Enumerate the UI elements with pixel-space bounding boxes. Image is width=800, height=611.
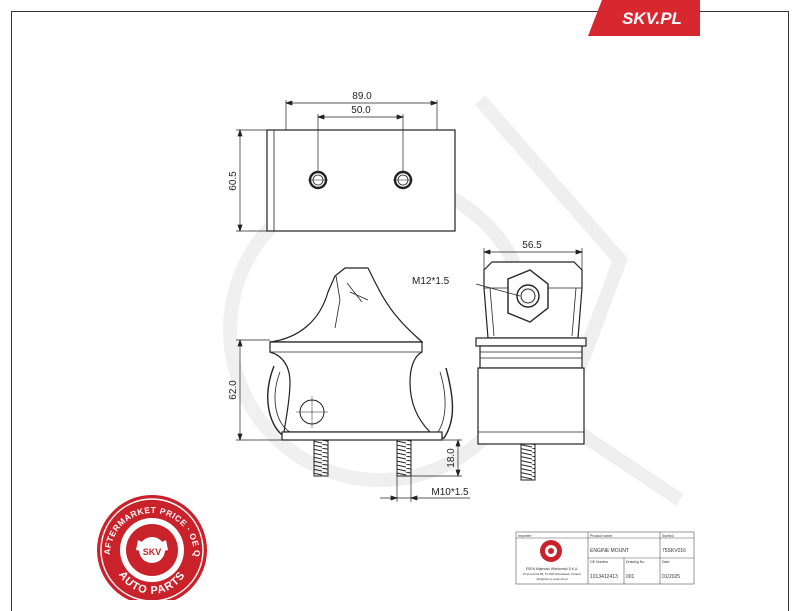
side-view xyxy=(475,261,587,481)
bracket-tab xyxy=(269,267,424,343)
tb-date-label: Date xyxy=(662,560,669,564)
tb-symbol-header: Symbol xyxy=(662,534,674,538)
dim-thread-bottom xyxy=(380,476,470,502)
dim-hole-spacing xyxy=(316,114,405,172)
side-collar xyxy=(475,337,587,347)
brand-logo: SKV.PL xyxy=(588,0,700,36)
tb-product-name: ENGINE MOUNT xyxy=(590,548,629,554)
dim-label-top-width: 89.0 xyxy=(352,91,372,102)
dim-height-front xyxy=(236,338,282,442)
dim-height-top xyxy=(236,128,267,233)
tb-symbol: 75SKV016 xyxy=(662,548,686,554)
base-plate xyxy=(281,431,443,441)
top-plate xyxy=(266,129,456,232)
tb-importer-header: Importer: xyxy=(518,534,532,538)
rubber-body xyxy=(269,341,432,433)
tb-oe-label: OE Number xyxy=(590,560,609,564)
tb-importer-line3: info@skv.pl, www.skv.pl xyxy=(536,577,568,581)
tb-drawing-label: Drawing No. xyxy=(626,560,645,564)
dim-label-side-width: 56.5 xyxy=(522,240,542,251)
dim-label-thread-top: M12*1.5 xyxy=(412,276,450,287)
tb-importer-line2: Poprzeczna 85, 57-800 Wrocławek, Poland xyxy=(523,572,581,576)
drawing-frame xyxy=(11,11,789,611)
top-view xyxy=(266,129,456,232)
tb-date: 01/2025 xyxy=(662,574,680,580)
dim-label-hole-spacing: 50.0 xyxy=(351,105,371,116)
tb-importer-line1: ESEN Majewski Wiśniewski S.K.A. xyxy=(526,567,578,571)
tb-oe-number: 1013412413 xyxy=(590,574,618,580)
front-view xyxy=(267,267,454,477)
dim-stud-length xyxy=(411,438,462,478)
dim-label-height-top: 60.5 xyxy=(228,171,239,191)
side-lower-body xyxy=(477,367,585,445)
brand-logo-text: SKV.PL xyxy=(622,9,682,28)
leader-thread-top xyxy=(475,283,521,297)
brand-badge xyxy=(588,0,700,36)
dim-side-width xyxy=(482,248,584,270)
dim-label-height-front: 62.0 xyxy=(228,380,239,400)
dim-top-width xyxy=(284,100,439,130)
threaded-hole xyxy=(516,284,540,308)
seal-ring-text: AFTERMARKET PRICE · OE QUALITY xyxy=(0,0,202,557)
seal-center-text: SKV xyxy=(143,547,162,557)
auto-parts-seal: AFTERMARKET PRICE · OE QUALITY SKV AUTO … xyxy=(0,0,207,600)
dim-label-stud-length: 18.0 xyxy=(446,448,457,468)
stud-right xyxy=(396,439,412,477)
side-stud xyxy=(520,443,536,481)
tb-mini-logo xyxy=(540,540,562,562)
stud-left xyxy=(313,439,329,477)
tb-drawing-no: 001 xyxy=(626,574,635,580)
tb-product-header: Product name: xyxy=(590,534,613,538)
dim-label-thread-bottom: M10*1.5 xyxy=(431,487,469,498)
